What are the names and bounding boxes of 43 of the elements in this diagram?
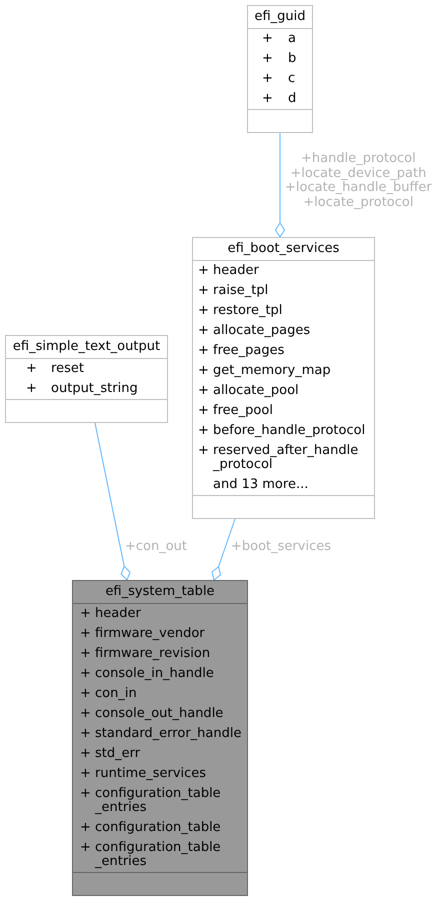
class-attribute: + console_out_handle [79,705,224,723]
class-attribute: + configuration_table _entries [79,785,222,817]
class-attribute: + std_err [79,745,142,763]
class-attribute: + header [79,605,142,623]
aggregation-connector [212,518,236,580]
class-box [247,5,313,133]
class-attribute: + firmware_vendor [79,625,206,643]
class-attribute: + free_pages [197,342,286,360]
class-attribute: + console_in_handle [79,665,215,683]
class-attribute: + runtime_services [79,765,208,783]
class-attribute: + c [261,70,296,88]
class-attribute: + d [261,90,298,108]
class-attribute: + output_string [25,380,139,398]
class-box [5,335,168,423]
class-attribute: + restore_tpl [197,302,284,320]
aggregation-connector [94,422,130,580]
class-attribute: + allocate_pool [197,382,300,400]
class-attribute: + reset [25,360,85,378]
class-name: efi_guid [253,8,307,26]
class-attribute: + allocate_pages [197,322,312,340]
aggregation-connector [275,132,285,238]
class-attribute: + reserved_after_handle _protocol [197,442,360,474]
edge-label: +handle_protocol +locate_device_path +locate_handle_buffer +locate_protocol [285,152,432,210]
class-attribute: + b [261,50,298,68]
class-box [192,237,375,519]
class-attribute: + free_pool [197,402,274,420]
class-attribute: + con_in [79,685,138,703]
class-attribute: + configuration_table [79,819,222,837]
class-attribute: and 13 more... [212,476,310,494]
edge-label: +con_out [125,540,188,554]
class-attribute: + a [261,30,297,48]
class-box [72,580,248,896]
class-name: efi_system_table [104,583,216,601]
edge-label: +boot_services [231,540,331,554]
class-attribute: + before_handle_protocol [197,422,366,440]
class-name: efi_boot_services [226,240,340,258]
class-attribute: + get_memory_map [197,362,332,380]
class-attribute: + raise_tpl [197,282,270,300]
class-attribute: + configuration_table _entries [79,839,222,871]
class-attribute: + header [197,262,260,280]
class-name: efi_simple_text_output [12,338,162,356]
class-attribute: + firmware_revision [79,645,212,663]
class-attribute: + standard_error_handle [79,725,242,743]
